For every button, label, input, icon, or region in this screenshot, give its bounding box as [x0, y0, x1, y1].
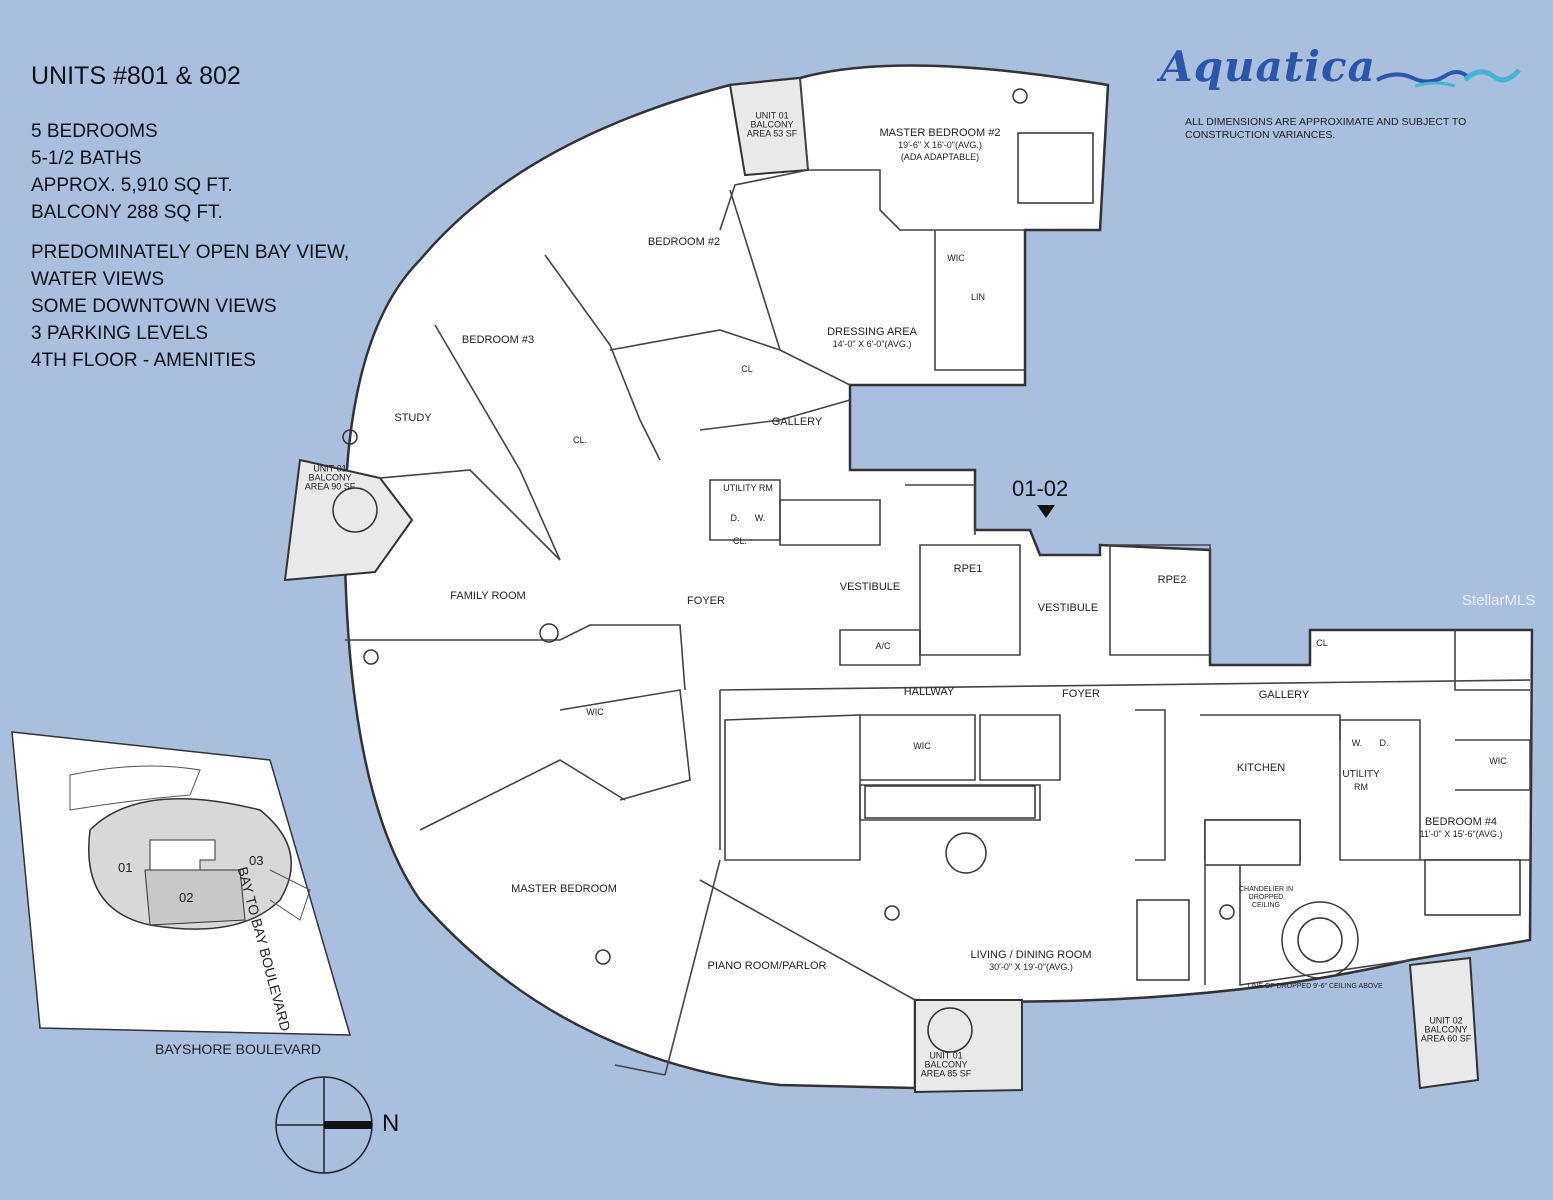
balcony-bottom: [914, 999, 1023, 1094]
unit-features: PREDOMINATELY OPEN BAY VIEW, WATER VIEWS…: [31, 239, 349, 374]
page-title: UNITS #801 & 802: [31, 62, 241, 90]
label-closet-2: CL.: [572, 435, 588, 445]
keyplan-unit-02: 02: [179, 890, 194, 905]
label-closet-4: CL: [1316, 638, 1328, 648]
label-bedroom-4: BEDROOM #4 11'-0" X 15'-6"(AVG.): [1419, 816, 1503, 839]
spec-baths: 5-1/2 BATHS: [31, 148, 142, 169]
label-balcony-bottom: UNIT 01 BALCONY AREA 85 SF: [920, 1050, 972, 1079]
label-gallery-2: GALLERY: [1258, 689, 1310, 701]
spec-area: APPROX. 5,910 SQ FT.: [31, 175, 233, 196]
balcony-right: [1408, 956, 1480, 1090]
label-gallery-top: GALLERY: [771, 416, 823, 428]
label-ac: A/C: [875, 641, 891, 651]
label-bedroom-2: BEDROOM #2: [647, 236, 721, 248]
label-piano-room: PIANO ROOM/PARLOR: [707, 960, 827, 972]
label-living-dining: LIVING / DINING ROOM 30'-0" X 19'-0"(AVG…: [970, 949, 1092, 972]
label-master-bedroom: MASTER BEDROOM: [511, 883, 617, 895]
label-chandelier: CHANDELIER IN DROPPED CEILING: [1238, 886, 1294, 909]
feature-amenities: 4TH FLOOR - AMENITIES: [31, 350, 256, 371]
label-dryer-2: D.: [1379, 738, 1389, 748]
disclaimer: ALL DIMENSIONS ARE APPROXIMATE AND SUBJE…: [1185, 116, 1467, 141]
compass-icon: [275, 1076, 373, 1174]
label-vestibule-1: VESTIBULE: [839, 581, 901, 593]
feature-downtown-views: SOME DOWNTOWN VIEWS: [31, 296, 277, 317]
label-kitchen: KITCHEN: [1236, 762, 1286, 774]
unit-tag: 01-02: [1012, 476, 1069, 501]
label-lin: LIN: [970, 292, 986, 302]
label-vestibule-2: VESTIBULE: [1037, 602, 1099, 614]
keyplan-unit-03: 03: [249, 853, 264, 868]
label-wic-mid: WIC: [586, 707, 604, 717]
street-bayshore: BAYSHORE BOULEVARD: [155, 1041, 321, 1057]
label-balcony-top: UNIT 01 BALCONY AREA 53 SF: [746, 110, 798, 139]
label-utility-rm-1: UTILITY RM: [723, 483, 773, 493]
label-dropped-ceiling: LINE OF DROPPED 9'-6" CEILING ABOVE: [1247, 983, 1383, 990]
keyplan-unit-01: 01: [118, 860, 133, 875]
label-wic-2: WIC: [913, 741, 931, 751]
aquatica-logo: Aquatica: [1160, 42, 1376, 91]
key-plan: [11, 731, 352, 1036]
feature-parking: 3 PARKING LEVELS: [31, 323, 209, 344]
balcony-left: [283, 458, 414, 582]
compass-north-label: N: [382, 1110, 400, 1137]
label-balcony-left: UNIT 01 BALCONY AREA 90 SF: [304, 463, 356, 492]
label-wic-right: WIC: [1489, 756, 1507, 766]
label-family-room: FAMILY ROOM: [450, 590, 526, 602]
label-closet-1: CL: [741, 364, 753, 374]
spec-balcony: BALCONY 288 SQ FT.: [31, 202, 223, 223]
feature-bay-view: PREDOMINATELY OPEN BAY VIEW,: [31, 242, 350, 263]
label-closet-3: CL.: [732, 536, 748, 546]
wave-logo-icon: [1376, 68, 1521, 88]
label-rpe2: RPE2: [1157, 574, 1187, 586]
label-foyer-2: FOYER: [1062, 688, 1100, 700]
label-dressing-area: DRESSING AREA 14'-0" X 6'-0"(AVG.): [827, 326, 917, 349]
label-master-bedroom-2: MASTER BEDROOM #2 19'-6" X 16'-0"(AVG.) …: [879, 127, 1001, 162]
label-washer-1: W.: [754, 513, 766, 523]
label-foyer-1: FOYER: [687, 595, 725, 607]
label-utility-rm-2: UTILITY RM: [1342, 769, 1380, 792]
unit-specs: 5 BEDROOMS 5-1/2 BATHS APPROX. 5,910 SQ …: [31, 118, 233, 226]
floor-plate: [343, 64, 1534, 1090]
spec-bedrooms: 5 BEDROOMS: [31, 121, 158, 142]
label-bedroom-3: BEDROOM #3: [461, 334, 535, 346]
label-hallway: HALLWAY: [903, 686, 955, 698]
label-rpe1: RPE1: [953, 563, 983, 575]
feature-water-views: WATER VIEWS: [31, 269, 164, 290]
label-wic-top: WIC: [947, 253, 965, 263]
watermark: StellarMLS: [1462, 592, 1536, 609]
label-dryer-1: D.: [730, 513, 740, 523]
label-balcony-right: UNIT 02 BALCONY AREA 60 SF: [1420, 1015, 1472, 1044]
unit-arrow-icon: [1037, 505, 1055, 518]
label-washer-2: W.: [1351, 738, 1363, 748]
label-study: STUDY: [394, 412, 432, 424]
